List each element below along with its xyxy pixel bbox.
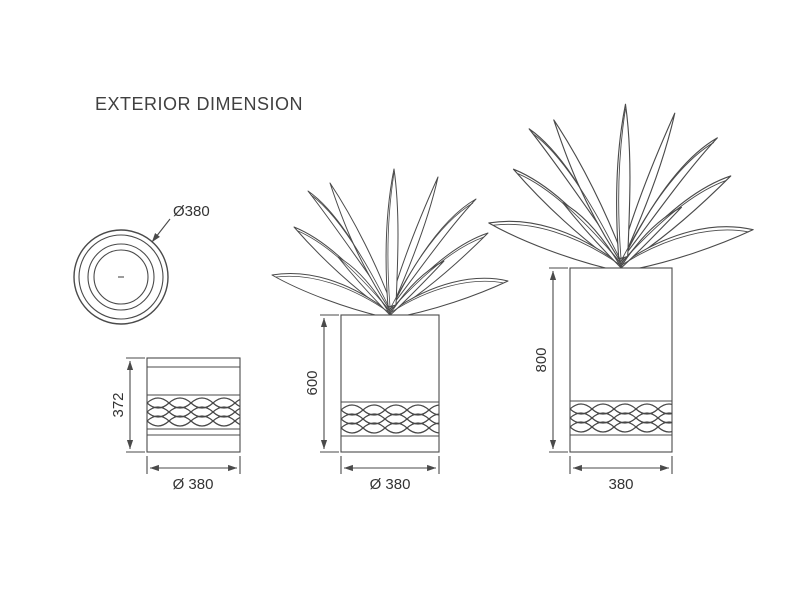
- top-view: [73, 218, 171, 325]
- top-view-diameter-label: Ø380: [173, 203, 210, 220]
- planter-small-height-label: 372: [110, 392, 127, 417]
- planter-large-body: [569, 267, 673, 453]
- planter-small: 372 Ø 380: [110, 357, 241, 493]
- planter-medium-width-label: Ø 380: [370, 476, 411, 493]
- planter-small-width-dimension: [146, 456, 241, 474]
- diameter-leader-line: [151, 218, 171, 243]
- planter-large-height-dimension: [549, 267, 568, 453]
- plant-medium: [271, 168, 509, 320]
- planter-large-height-label: 800: [533, 347, 550, 372]
- plant-large: [488, 103, 754, 273]
- planter-large-width-label: 380: [608, 476, 633, 493]
- planter-large-width-dimension: [569, 456, 673, 474]
- planter-medium: 600 Ø 380: [271, 168, 509, 493]
- page-title: EXTERIOR DIMENSION: [95, 94, 303, 114]
- top-view-outer-ring: [73, 229, 169, 325]
- planter-medium-width-dimension: [340, 456, 440, 474]
- planter-small-width-label: Ø 380: [173, 476, 214, 493]
- planter-small-height-dimension: [126, 357, 145, 453]
- planter-medium-body: [340, 314, 440, 453]
- planter-large: 800 380: [488, 103, 754, 493]
- planter-medium-height-dimension: [320, 314, 339, 453]
- planter-medium-height-label: 600: [304, 370, 321, 395]
